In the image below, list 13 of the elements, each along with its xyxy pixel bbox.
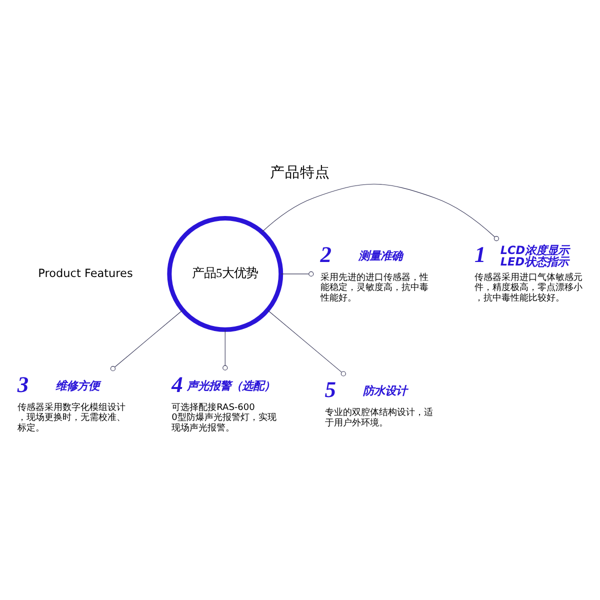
node-text: 1 LCD浓度显示 LED状态指示 传感器采用进口气体敏感元件，精度极高，零点漂移小，抗中毒性能比较好。: [474, 242, 582, 303]
node-circle: 产品5大优势: [167, 215, 284, 332]
connector: [280, 270, 314, 276]
node-text: 3 维修方便 传感器采用数字化模组设计，现场更换时，无需校准、标定。: [17, 372, 126, 433]
connector: [262, 183, 499, 241]
connector: [267, 309, 346, 376]
label: Product Features: [38, 266, 133, 280]
node-text: 4 声光报警（选配） 可选择配接RAS-6000型防爆声光报警灯，实现现场声光报警。: [172, 372, 276, 433]
connector: [222, 328, 228, 370]
node-text: 5 防水设计 专业的双腔体结构设计，适于用户外环境。: [324, 376, 433, 428]
connector: [110, 309, 183, 371]
diagram-title: 产品特点: [270, 164, 330, 181]
node-text: 2 测量准确 采用先进的进口传感器，性能稳定，灵敏度高，抗中毒性能好。: [320, 242, 428, 303]
